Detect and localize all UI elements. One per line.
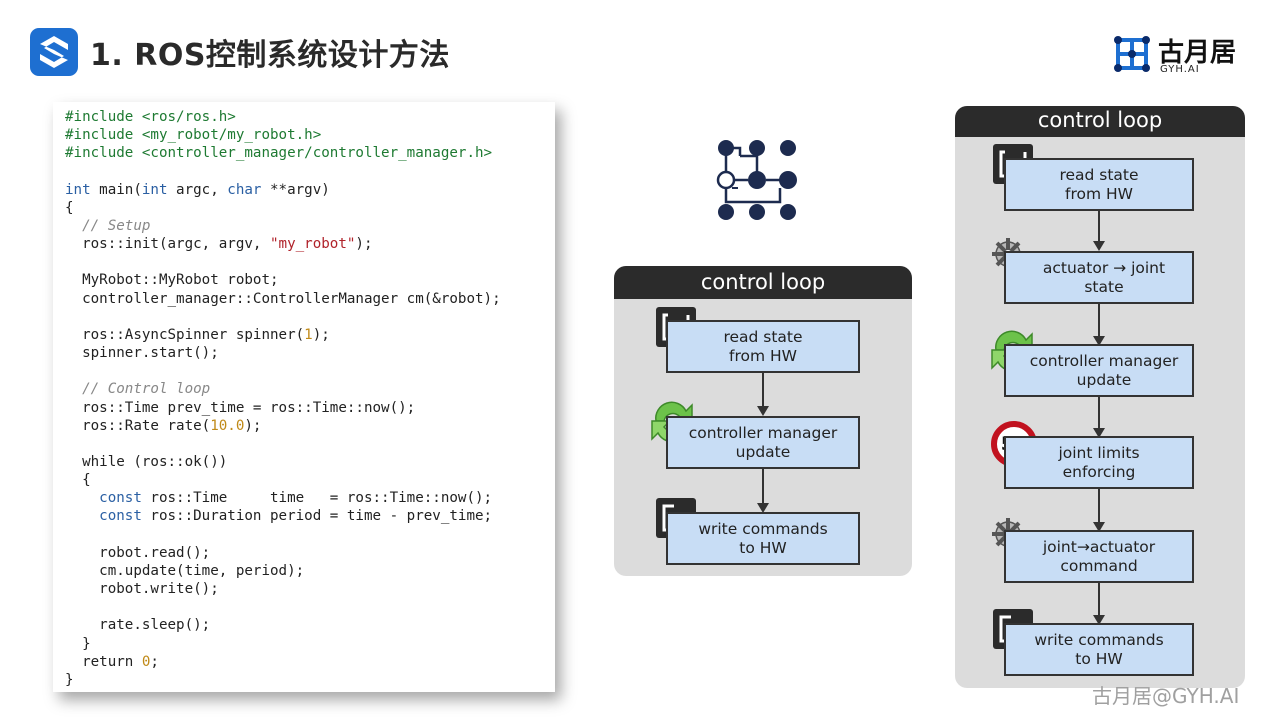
code-line: cm.update(time, period); bbox=[65, 562, 305, 579]
code-text: return bbox=[65, 653, 142, 670]
watermark: 古月居@GYH.AI bbox=[1092, 684, 1240, 708]
step-label: write commands to HW bbox=[698, 519, 828, 557]
brand-icon bbox=[30, 28, 78, 76]
step-label: joint limits enforcing bbox=[1058, 443, 1140, 481]
gyh-logo: 古月居 GYH.AI bbox=[1110, 32, 1250, 76]
code-line: MyRobot::MyRobot robot; bbox=[65, 272, 279, 289]
code-line: robot.write(); bbox=[65, 581, 219, 598]
step-write-commands: write commands to HW bbox=[1004, 623, 1194, 676]
code-text: main( bbox=[90, 181, 142, 198]
step-label: read state from HW bbox=[723, 327, 803, 365]
code-line: spinner.start(); bbox=[65, 345, 219, 362]
code-text: ; bbox=[150, 653, 159, 670]
code-text: ); bbox=[312, 326, 330, 343]
flow-arrow bbox=[1093, 489, 1105, 532]
step-joint-limits: joint limits enforcing bbox=[1004, 436, 1194, 489]
code-text: ros::Time time = ros::Time::now(); bbox=[141, 490, 493, 507]
network-diagram-icon bbox=[716, 140, 797, 220]
code-number: 1 bbox=[304, 326, 313, 343]
step-label: actuator → joint state bbox=[1042, 258, 1166, 296]
code-text: ros::init(argc, argv, bbox=[65, 236, 270, 253]
step-label: controller manager update bbox=[688, 423, 838, 461]
step-label: joint→actuator command bbox=[1042, 537, 1156, 575]
step-controller-update: controller manager update bbox=[1004, 344, 1194, 397]
loop-title: control loop bbox=[614, 266, 912, 299]
code-line: } bbox=[65, 635, 91, 652]
control-loop-full: control loop read state from HW actuator… bbox=[955, 106, 1245, 688]
code-keyword: int bbox=[65, 181, 91, 198]
code-listing: #include <ros/ros.h> #include <my_robot/… bbox=[65, 108, 555, 689]
code-text: ); bbox=[355, 236, 373, 253]
code-line: robot.read(); bbox=[65, 544, 211, 561]
logo-subtext: GYH.AI bbox=[1160, 64, 1200, 75]
loop-title: control loop bbox=[955, 106, 1245, 137]
code-keyword: const bbox=[99, 490, 142, 507]
flow-arrow bbox=[1093, 304, 1105, 346]
flow-arrow bbox=[757, 469, 769, 513]
step-label: read state from HW bbox=[1059, 165, 1139, 203]
code-number: 0 bbox=[141, 653, 151, 670]
code-text: **argv) bbox=[261, 181, 330, 198]
step-controller-update: controller manager update bbox=[666, 416, 860, 469]
code-comment: // Control loop bbox=[65, 381, 211, 398]
step-joint-to-actuator: joint→actuator command bbox=[1004, 530, 1194, 583]
code-keyword: int bbox=[141, 181, 168, 198]
code-line: { bbox=[65, 472, 91, 489]
flow-arrow bbox=[757, 373, 769, 416]
gyh-logo-icon bbox=[1114, 36, 1150, 72]
code-text: ros::Duration period = time - prev_time; bbox=[141, 508, 493, 525]
flow-arrow bbox=[1093, 211, 1105, 251]
code-line: #include <ros/ros.h> bbox=[65, 109, 236, 125]
page-title: 1. ROS控制系统设计方法 bbox=[90, 38, 450, 73]
code-keyword: const bbox=[99, 508, 142, 525]
step-write-commands: write commands to HW bbox=[666, 512, 860, 565]
flow-arrow bbox=[1093, 397, 1105, 438]
code-text: ); bbox=[244, 417, 262, 434]
flow-arrow bbox=[1093, 583, 1105, 625]
code-number: 10.0 bbox=[210, 417, 245, 434]
code-line: #include <my_robot/my_robot.h> bbox=[65, 127, 322, 144]
logo-text: 古月居 bbox=[1158, 38, 1237, 68]
code-line: controller_manager::ControllerManager cm… bbox=[65, 290, 501, 307]
step-read-state: read state from HW bbox=[1004, 158, 1194, 211]
code-comment: // Setup bbox=[65, 217, 151, 234]
code-line: while (ros::ok()) bbox=[65, 453, 228, 470]
step-label: write commands to HW bbox=[1034, 630, 1164, 668]
code-line: ros::Time prev_time = ros::Time::now(); bbox=[65, 399, 416, 416]
code-line: rate.sleep(); bbox=[65, 617, 211, 634]
code-line: { bbox=[65, 199, 74, 216]
code-text: ros::AsyncSpinner spinner( bbox=[65, 326, 305, 343]
step-read-state: read state from HW bbox=[666, 320, 860, 373]
code-line: #include <controller_manager/controller_… bbox=[65, 145, 493, 162]
code-keyword: char bbox=[227, 181, 262, 198]
code-panel: #include <ros/ros.h> #include <my_robot/… bbox=[53, 102, 555, 692]
code-text: argc, bbox=[167, 181, 228, 198]
control-loop-simple: control loop read state from HW controll… bbox=[614, 266, 912, 576]
step-label: controller manager update bbox=[1029, 351, 1179, 389]
code-line: } bbox=[65, 671, 74, 688]
code-string: "my_robot" bbox=[270, 236, 356, 253]
step-actuator-to-joint: actuator → joint state bbox=[1004, 251, 1194, 304]
code-text: ros::Rate rate( bbox=[65, 417, 211, 434]
